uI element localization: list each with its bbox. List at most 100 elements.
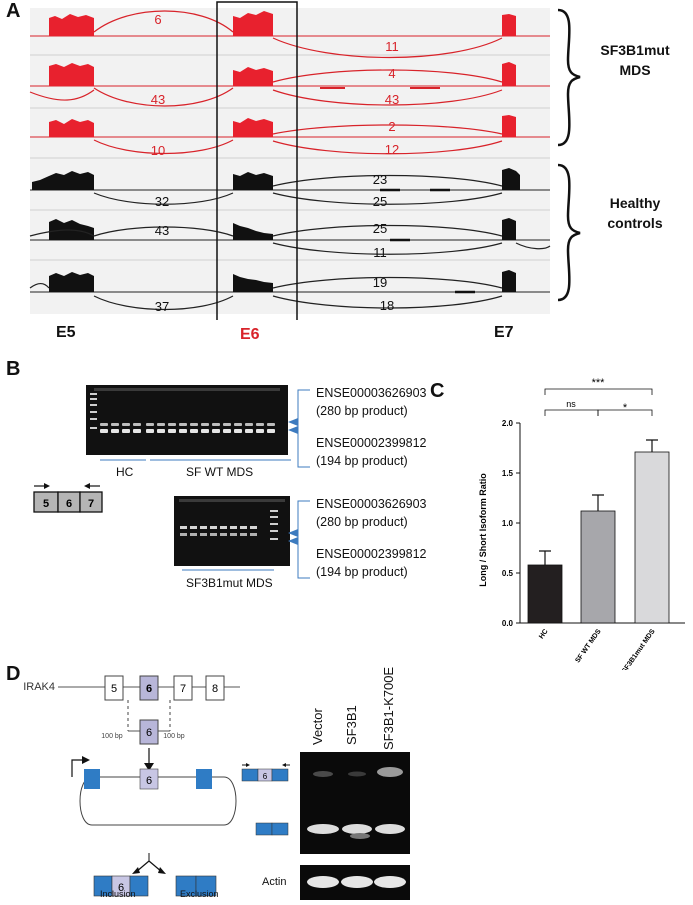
panel-d-letter: D [6,663,21,685]
t4-junction-e5e6: 32 [155,194,169,209]
gel-image-actin [300,865,410,900]
primer-schematic: 5 6 7 [33,483,103,513]
gene-exon-5: 5 [111,683,117,695]
group-mds-line2: MDS [619,62,651,78]
x-tick-label-1: SF WT MDS [574,628,602,664]
t2-junction-top: 4 [388,66,395,81]
lane-label-vector: Vector [310,708,325,745]
x-tick-label-0: HC [538,628,550,640]
sig-hc-vs-mut: *** [592,377,606,389]
band-bottom2-id: ENSE00002399812 [316,547,427,561]
primer-exon-5: 5 [43,498,49,510]
track-4: 32 23 25 [30,168,550,209]
lane-label-k700e: SF3B1-K700E [381,666,396,750]
minigene-schematic: IRAK4 5 6 7 8 6 100 bp 100 bp 6 6 [23,675,240,897]
t4-junction-top: 23 [373,172,387,187]
group-hc-line1: Healthy [609,195,661,211]
flank-right: 100 bp [163,733,185,740]
gel1-group-lines [100,459,291,461]
gel1-bands-upper [100,423,275,426]
t6-junction-e5e6: 37 [155,299,169,314]
y-tick-label: 2.0 [502,419,514,428]
y-axis-label: Long / Short Isoform Ratio [478,473,488,587]
gene-exon-8: 8 [212,683,218,695]
bar-1 [580,510,616,624]
exclusion-label: Exclusion [180,889,219,899]
arrow-upper-band-icon [288,418,298,426]
brace-mds [557,8,581,147]
y-tick-label: 0.5 [502,569,514,578]
t6-junction-top: 19 [373,275,387,290]
bar-0 [527,564,563,624]
t5-junction-e5e6: 43 [155,223,169,238]
t1-junction-top: 6 [154,12,161,27]
band-top-label-2: ENSE00003626903 (280 bp product) [316,495,427,531]
t6-junction-bottom: 18 [380,298,394,313]
t2-junction-e5e6: 43 [151,92,165,107]
gel1-wells [94,388,280,391]
gel-image-1 [86,385,288,455]
error-bar-2 [646,439,658,452]
t3-junction-e5e6: 10 [151,143,165,158]
arrow-upper-band-2-icon [288,529,298,537]
gel2-group-line [182,569,274,571]
group-hc-label: Healthy controls [590,193,680,233]
gel1-ladder [90,393,97,429]
primer-exon-7: 7 [88,498,94,510]
band-top-id: ENSE00003626903 [316,386,427,400]
t4-junction-bottom: 25 [373,194,387,209]
primer-exon-6: 6 [66,498,72,510]
gel-image-d [300,752,410,854]
t1-junction-bottom: 11 [385,39,399,54]
t3-junction-top: 2 [388,119,395,134]
arrow-lower-band-icon [288,426,298,434]
band-bottom-label-2: ENSE00002399812 (194 bp product) [316,545,427,581]
e6-highlight-box [216,1,298,320]
panel-a-letter: A [6,0,21,22]
band-bottom2-product: (194 bp product) [316,565,408,579]
t3-junction-bottom: 12 [385,142,399,157]
flank-left: 100 bp [101,733,123,740]
gene-name: IRAK4 [23,681,55,693]
exon-label-e6: E6 [240,326,260,343]
gene-exon-6: 6 [146,683,152,695]
t2-junction-bottom: 43 [385,92,399,107]
panel-b-letter: B [6,358,21,380]
band-bottom-id: ENSE00002399812 [316,436,427,450]
arrow-lower-band-2-icon [288,537,298,545]
down-arrow-icon [144,763,154,771]
exon-label-e5: E5 [56,324,76,341]
gel-image-2 [174,496,290,566]
reverse-primer-icon [84,483,90,489]
gel2-bracket [288,500,310,579]
band-top2-id: ENSE00003626903 [316,497,427,511]
brace-hc [557,163,581,302]
insert-exon: 6 [146,727,152,739]
lane-group-mut: SF3B1mut MDS [186,576,273,590]
error-bar-1 [592,494,604,511]
error-bar-0 [539,550,551,565]
lane-group-wt: SF WT MDS [186,465,254,479]
forward-primer-icon [44,483,50,489]
sashimi-plot: 6 11 43 4 43 10 2 12 [29,1,581,320]
y-tick-label: 0.0 [502,619,514,628]
actin-label: Actin [262,876,287,888]
x-tick-label-2: SF3B1mut MDS [621,628,657,670]
t5-junction-top: 25 [373,221,387,236]
bar-2 [634,451,670,624]
track-1: 6 11 [30,10,550,59]
sig-hc-vs-wt: ns [566,399,576,409]
band-top-product: (280 bp product) [316,404,408,418]
inclusion-label: Inclusion [100,889,136,899]
lane-group-hc: HC [116,465,134,479]
panel-c-letter: C [430,380,445,402]
plasmid-exon: 6 [146,775,152,787]
band-bottom-label: ENSE00002399812 (194 bp product) [316,434,427,470]
inclusion-exon: 6 [118,882,124,894]
promoter-arrow-icon [71,759,84,777]
y-tick-label: 1.5 [502,469,514,478]
y-tick-label: 1.0 [502,519,514,528]
sig-wt-vs-mut: * [623,402,628,414]
group-mds-line1: SF3B1mut [600,42,670,58]
